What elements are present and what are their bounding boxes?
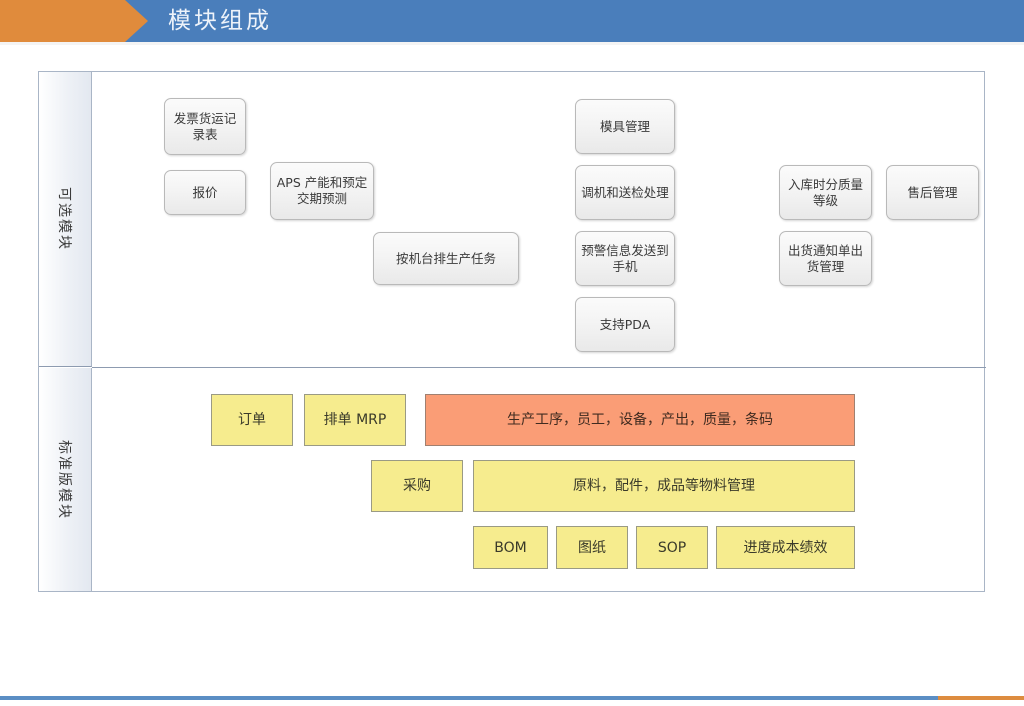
module-box-material-management[interactable]: 原料，配件，成品等物料管理 xyxy=(473,460,855,512)
footer-accent-bar xyxy=(938,696,1024,700)
module-box-pda-support[interactable]: 支持PDA xyxy=(575,297,675,352)
section-divider xyxy=(92,367,986,368)
section-header-optional-modules: 可选模块 xyxy=(39,72,92,367)
module-box-order[interactable]: 订单 xyxy=(211,394,293,446)
module-box-invoice-shipping-record[interactable]: 发票货运记录表 xyxy=(164,98,246,155)
module-box-quotation[interactable]: 报价 xyxy=(164,170,246,215)
module-box-aps-capacity-forecast[interactable]: APS 产能和预定交期预测 xyxy=(270,162,374,220)
module-box-purchasing[interactable]: 采购 xyxy=(371,460,463,512)
module-box-machine-adjust-inspection[interactable]: 调机和送检处理 xyxy=(575,165,675,220)
module-box-progress-cost-performance[interactable]: 进度成本绩效 xyxy=(716,526,855,569)
module-box-production-process[interactable]: 生产工序，员工，设备，产出，质量，条码 xyxy=(425,394,855,446)
module-box-inbound-quality-grading[interactable]: 入库时分质量等级 xyxy=(779,165,872,220)
module-box-sop[interactable]: SOP xyxy=(636,526,708,569)
page-title: 模块组成 xyxy=(168,8,272,34)
module-box-shipping-notice-management[interactable]: 出货通知单出货管理 xyxy=(779,231,872,286)
module-box-after-sales-management[interactable]: 售后管理 xyxy=(886,165,979,220)
module-box-machine-production-schedule[interactable]: 按机台排生产任务 xyxy=(373,232,519,285)
header-arrow-icon xyxy=(0,0,148,42)
section-header-standard-modules: 标准版模块 xyxy=(39,368,92,591)
section-label-standard: 标准版模块 xyxy=(56,439,72,520)
header-underline xyxy=(0,42,1024,45)
module-box-alert-to-mobile[interactable]: 预警信息发送到手机 xyxy=(575,231,675,286)
header-banner: 模块组成 xyxy=(0,0,1024,42)
module-box-mold-management[interactable]: 模具管理 xyxy=(575,99,675,154)
module-box-scheduling-mrp[interactable]: 排单 MRP xyxy=(304,394,406,446)
footer-bar xyxy=(0,696,1024,700)
module-box-drawings[interactable]: 图纸 xyxy=(556,526,628,569)
section-label-optional: 可选模块 xyxy=(56,187,72,251)
module-box-bom[interactable]: BOM xyxy=(473,526,548,569)
module-composition-diagram: 可选模块 标准版模块 发票货运记录表 报价 APS 产能和预定交期预测 按机台排… xyxy=(38,71,986,592)
